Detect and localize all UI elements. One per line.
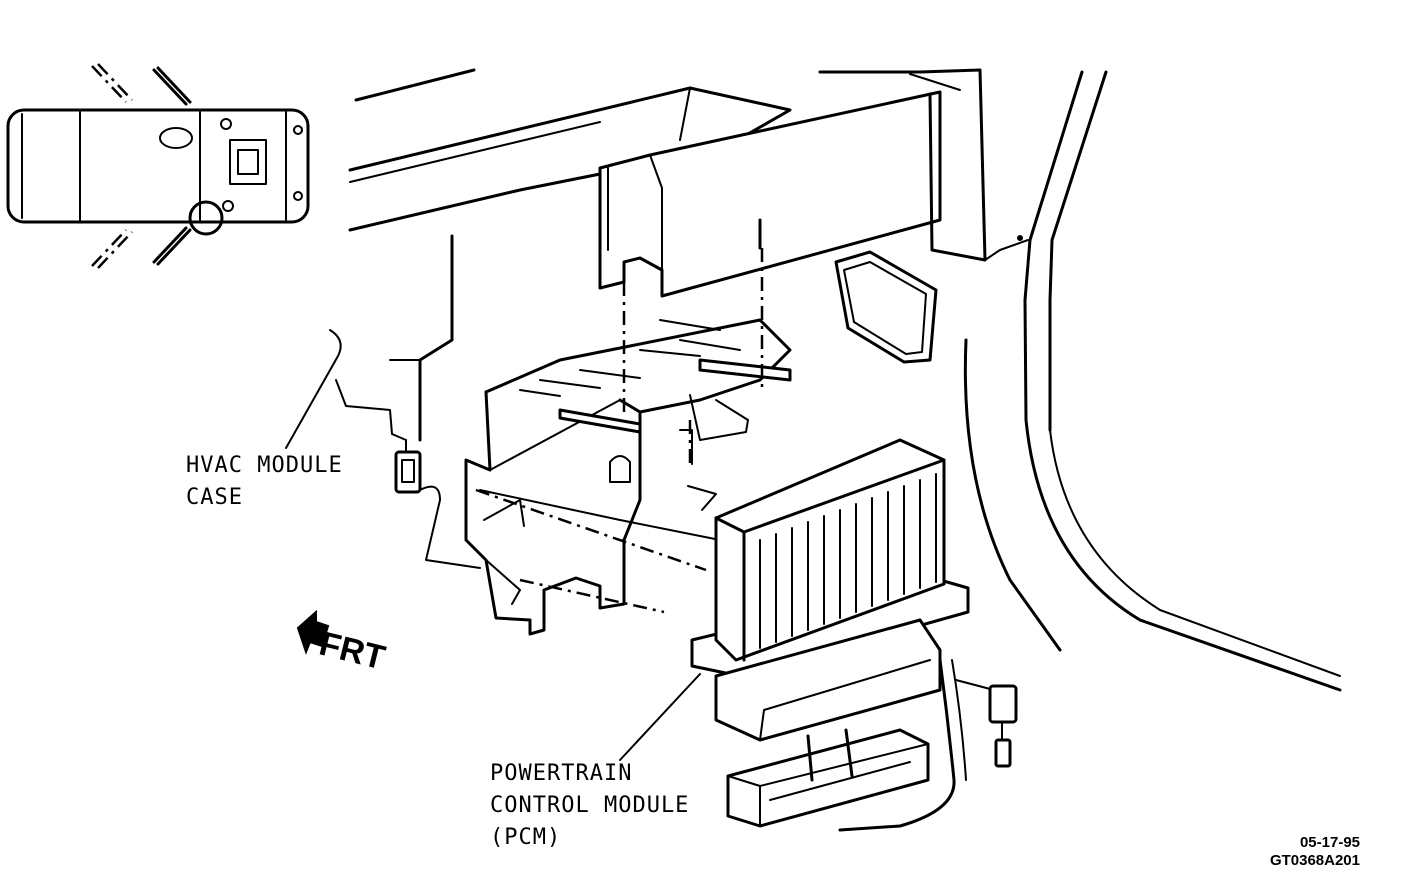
hvac-module-case-label: HVAC MODULE CASE <box>186 453 343 510</box>
alignment-lines <box>475 248 764 614</box>
location-circle <box>188 200 224 236</box>
hvac-module-case <box>335 234 792 636</box>
pcm-label: POWERTRAIN CONTROL MODULE (PCM) <box>490 761 690 850</box>
instrument-panel-structure <box>348 68 1342 692</box>
pcm-module <box>690 438 1018 832</box>
figure-code: GT0368A201 <box>1269 852 1360 869</box>
vehicle-locator-inset <box>6 63 310 269</box>
front-direction-arrow-icon <box>296 609 330 655</box>
leader-lines <box>285 329 701 761</box>
date-code: 05-17-95 <box>1299 834 1360 851</box>
figure-code-block: 05-17-95 GT0368A201 <box>1220 834 1360 870</box>
